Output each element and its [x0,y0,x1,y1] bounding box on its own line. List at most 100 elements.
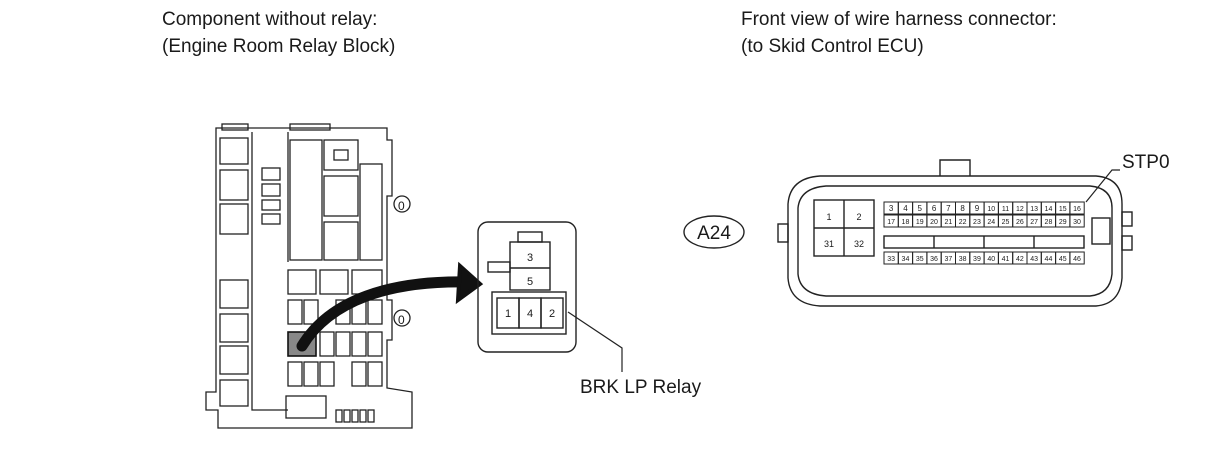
relay-block-tab [221,123,249,131]
connector-pin-11: 11 [1002,206,1009,213]
relay-slot [333,149,349,161]
connector-pin-cell [1069,201,1085,215]
relay-pin-4: 4 [527,308,533,320]
relay-slot [289,139,323,261]
relay-leader-line [567,311,623,372]
pointer-arrow [296,276,476,352]
relay-slot [359,163,383,261]
connector-pin-38: 38 [959,256,967,263]
connector-pin-8: 8 [960,204,965,213]
fuse-slot [219,379,249,407]
connector-pin-43: 43 [1030,256,1038,263]
bolt-hole-icon [393,309,411,327]
pointer-arrowhead [455,261,484,305]
connector-pin-19: 19 [916,219,924,226]
fuse-slot [219,313,249,343]
fuse-slot [219,345,249,375]
relay-detail [477,221,623,372]
connector-pin-18: 18 [902,219,910,226]
connector-pin-16: 16 [1073,206,1081,213]
connector-pin-40: 40 [987,256,995,263]
left-caption: Component without relay: (Engine Room Re… [162,6,395,60]
connector-pin-3: 3 [889,204,894,213]
relay-pin-5: 5 [527,276,533,288]
connector-pin-cell [1069,214,1085,228]
fuse-slot [219,279,249,309]
right-caption-line2: (to Skid Control ECU) [741,36,924,57]
connector-pin-12: 12 [1016,206,1024,213]
fuse-slot [261,183,281,197]
bolt-hole-icon [393,195,411,213]
relay-block [205,123,413,429]
connector-pin-20: 20 [930,219,938,226]
relay-slot [323,221,359,261]
fuse-slot [219,169,249,201]
connector-pin-29: 29 [1059,219,1067,226]
connector-pin-23: 23 [973,219,981,226]
fuse-slot [219,137,249,165]
connector-pin-36: 36 [930,256,938,263]
relay-block-outline [205,127,413,429]
connector-pin-15: 15 [1059,206,1067,213]
block-marker: 0 [398,313,405,327]
connector-pin-42: 42 [1016,256,1024,263]
fuse-slot [261,213,281,225]
connector-pin-4: 4 [903,204,908,213]
connector-pin-31: 31 [824,239,834,249]
connector-pin-5: 5 [918,204,923,213]
fuse-slot [219,203,249,235]
relay-block-tab [289,123,331,131]
relay-pin-3: 3 [527,252,533,264]
connector-pin-39: 39 [973,256,981,263]
connector-pin-26: 26 [1016,219,1024,226]
right-caption: Front view of wire harness connector: (t… [741,6,1057,60]
connector-housing [777,159,1133,307]
connector-pin-24: 24 [987,219,995,226]
connector-pin-cell [1069,251,1085,265]
relay-lower-block [491,291,567,335]
connector-pin-17: 17 [887,219,895,226]
relay-slot [323,175,359,217]
connector-pin-32: 32 [854,239,864,249]
connector-pin-1: 1 [826,212,831,222]
relay-pin-2: 2 [549,308,555,320]
connector-pin-34: 34 [902,256,910,263]
connector-pin-9: 9 [975,204,980,213]
relay-housing [477,221,577,353]
connector-pin-27: 27 [1030,219,1038,226]
connector-pin-46: 46 [1073,256,1081,263]
fuse-slot [261,199,281,211]
connector-pin-45: 45 [1059,256,1067,263]
relay-key [517,231,543,243]
connector-pin-30: 30 [1073,219,1081,226]
left-caption-line2: (Engine Room Relay Block) [162,36,396,57]
connector-pin-6: 6 [932,204,937,213]
fuse-slot [261,167,281,181]
connector-pin-21: 21 [944,219,952,226]
connector-pin-2: 2 [856,212,861,222]
relay-slot [323,139,359,171]
terminal-callout-label: STP0 [1122,152,1170,173]
connector-pin-22: 22 [959,219,967,226]
connector-pin-25: 25 [1002,219,1010,226]
relay-pin-1: 1 [505,308,511,320]
connector-pin-41: 41 [1002,256,1010,263]
block-marker: 0 [398,199,405,213]
connector-pin-33: 33 [887,256,895,263]
left-caption-line1: Component without relay: [162,9,378,30]
connector-pin-7: 7 [946,204,951,213]
connector-pin-14: 14 [1045,206,1053,213]
connector-pin-44: 44 [1045,256,1053,263]
relay-name-label: BRK LP Relay [580,377,702,398]
right-caption-line1: Front view of wire harness connector: [741,9,1057,30]
stp0-leader-line [1085,169,1120,203]
connector-code: A24 [697,223,731,244]
relay-side-tab [487,261,511,273]
connector-pin-10: 10 [987,206,995,213]
connector-pin-28: 28 [1045,219,1053,226]
connector-pin-37: 37 [944,256,952,263]
connector-pin-35: 35 [916,256,924,263]
connector-code-badge [683,215,745,249]
